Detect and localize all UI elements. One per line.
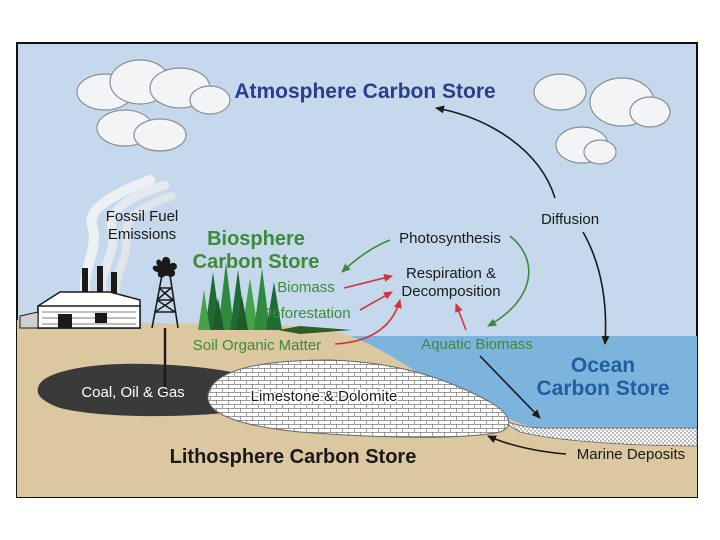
limestone-dolomite-label: Limestone & Dolomite	[251, 388, 398, 405]
respiration-label-line1: Respiration &	[406, 265, 496, 282]
marine-to-lithosphere-arrow	[487, 435, 567, 455]
aquatic-to-respiration-arrow	[455, 303, 467, 331]
cloud-icon-right	[533, 73, 671, 165]
factory-icon	[19, 175, 176, 329]
biomass-to-respiration-arrow	[343, 274, 393, 289]
oil-derrick-icon	[151, 256, 179, 396]
fossil-fuel-label-line1: Fossil Fuel	[106, 208, 179, 225]
deforestation-label: Deforestation	[261, 305, 350, 322]
deforestation-to-respiration-arrow	[359, 291, 393, 311]
atmosphere-label: Atmosphere Carbon Store	[234, 80, 495, 103]
aquatic-biomass-label: Aquatic Biomass	[421, 336, 533, 353]
diffusion-up-arrow	[435, 105, 556, 199]
felled-logs	[278, 326, 352, 334]
photosynthesis-label: Photosynthesis	[399, 230, 501, 247]
fossil-fuel-label-line2: Emissions	[108, 226, 176, 243]
diffusion-down-arrow	[582, 231, 610, 345]
soil-to-respiration-arrow	[334, 299, 402, 345]
aquatic-to-seafloor-arrow	[479, 355, 541, 419]
ocean-label-line2: Carbon Store	[536, 377, 669, 400]
cloud-icon-left	[76, 59, 231, 152]
marine-deposits-label: Marine Deposits	[577, 446, 685, 463]
ocean-label-line1: Ocean	[571, 354, 635, 377]
marine-deposit-layer	[499, 419, 698, 447]
ocean-body	[350, 336, 697, 430]
photosynthesis-to-aquatic-arrow	[487, 235, 530, 327]
photosynthesis-to-biomass-arrow	[341, 239, 391, 273]
forest-trees	[198, 262, 282, 330]
biomass-label: Biomass	[277, 279, 335, 296]
biosphere-label-line1: Biosphere	[207, 228, 305, 250]
coal-oil-gas-label: Coal, Oil & Gas	[81, 384, 184, 401]
soil-organic-matter-label: Soil Organic Matter	[193, 337, 321, 354]
respiration-label-line2: Decomposition	[401, 283, 500, 300]
lithosphere-label: Lithosphere Carbon Store	[170, 446, 417, 468]
biosphere-label-line2: Carbon Store	[193, 251, 320, 273]
limestone-dolomite-deposit	[207, 359, 510, 438]
diffusion-label: Diffusion	[541, 211, 599, 228]
